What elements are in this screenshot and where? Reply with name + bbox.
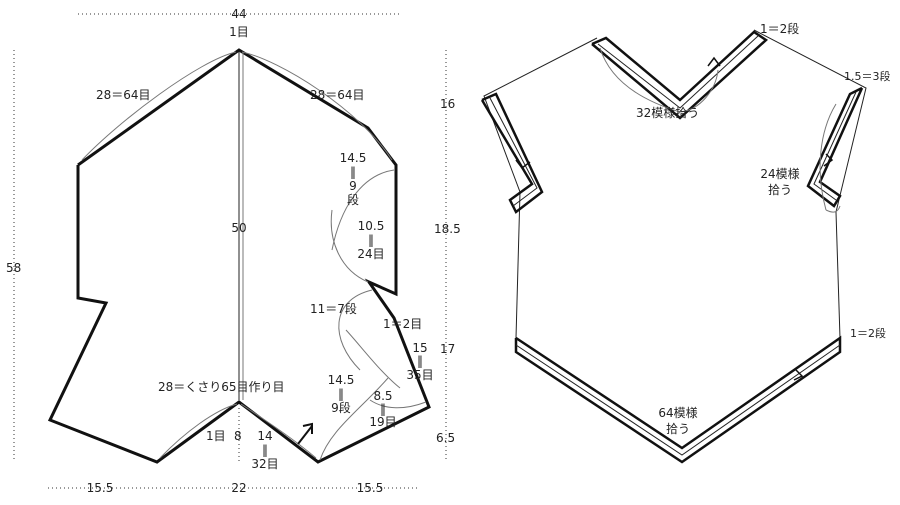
svg-text:‖: ‖ (368, 233, 374, 247)
body-outline (483, 29, 867, 449)
hem-band (514, 335, 842, 464)
neck-pickup-label: 32模様拾う (636, 105, 699, 120)
left-panel: 44 1目 58 16 18.5 17 6.5 15.5 22 15.5 (6, 7, 461, 495)
svg-text:10.5: 10.5 (358, 219, 385, 233)
center-height-label: 50 (231, 221, 246, 235)
svg-text:14.5: 14.5 (328, 373, 355, 387)
armhole-label-1: 14.5 ‖ 9 段 (340, 151, 367, 207)
right-armhole-band (806, 86, 864, 208)
left-shoulder-label: 28＝64目 (96, 88, 151, 102)
direction-arrow (297, 422, 313, 445)
svg-text:‖: ‖ (262, 443, 268, 457)
bottom-dim-3-label: 15.5 (357, 481, 384, 495)
hem-arrow (793, 369, 804, 381)
svg-text:拾う: 拾う (666, 421, 690, 436)
svg-text:‖: ‖ (380, 402, 386, 416)
armhole-pickup-label: 24模様 拾う (760, 167, 799, 197)
svg-text:19目: 19目 (369, 415, 396, 429)
right-shoulder-label: 28＝64目 (310, 88, 365, 102)
svg-text:段: 段 (347, 192, 359, 207)
svg-text:‖: ‖ (338, 387, 344, 401)
right-armhole-arrow (823, 153, 834, 167)
svg-text:15: 15 (412, 341, 427, 355)
right-panel: 1＝2段 32模様拾う 1.5＝3段 24模様 拾う 1＝2段 64模様 拾う (480, 21, 891, 464)
svg-text:14.5: 14.5 (340, 151, 367, 165)
neck-arrow (707, 56, 721, 67)
svg-text:24目: 24目 (357, 247, 384, 261)
bottom-center-stitch-label: 1目 (206, 429, 226, 443)
left-shoulder-guide (81, 51, 237, 161)
side-rows-label: 11＝7段 (310, 301, 357, 316)
right-dim-2-label: 18.5 (434, 222, 461, 236)
svg-text:64模様: 64模様 (658, 406, 697, 420)
side-stitch-label: 1＝2目 (383, 317, 422, 331)
top-width-label: 44 (231, 7, 246, 21)
side-guide-2 (345, 329, 401, 389)
neck-guide-left (599, 47, 681, 113)
armhole-label-2: 10.5 ‖ 24目 (357, 219, 384, 261)
svg-text:35目: 35目 (406, 368, 433, 382)
neck-band (591, 30, 769, 120)
bottom-right-guide (240, 403, 317, 459)
left-height-label: 58 (6, 261, 21, 275)
hem-rows-label: 1＝2段 (850, 326, 886, 340)
chain-cast-label: 28＝くさり65目作り目 (158, 380, 285, 394)
bottom-left-label-2: 8.5 ‖ 19目 (369, 389, 396, 429)
top-stitch-label: 1目 (229, 25, 249, 39)
left-armhole-arrow (515, 159, 531, 170)
right-shoulder-guide (241, 51, 393, 161)
bottom-center-label: 14 ‖ 32目 (251, 429, 278, 471)
svg-text:‖: ‖ (350, 165, 356, 179)
side-right-label: 15 ‖ 35目 (406, 341, 433, 382)
bottom-left-guide (159, 403, 238, 459)
bottom-dim-1-label: 15.5 (87, 481, 114, 495)
svg-text:9段: 9段 (331, 400, 351, 415)
armhole-guide (819, 103, 837, 211)
right-dim-4-label: 6.5 (436, 431, 455, 445)
neck-guide-right (679, 69, 719, 113)
right-dim-3-label: 17 (440, 342, 455, 356)
armhole-guide-1 (331, 169, 395, 251)
svg-text:8.5: 8.5 (373, 389, 392, 403)
bottom-center-num-label: 8 (234, 429, 242, 443)
bottom-left-label-1: 14.5 ‖ 9段 (328, 373, 355, 415)
svg-text:9: 9 (349, 179, 357, 193)
left-armhole-band (480, 92, 544, 214)
shoulder-rows-label: 1.5＝3段 (844, 69, 891, 83)
armhole-guide-2 (330, 209, 369, 283)
armhole-guide-end (825, 205, 841, 213)
neck-rows-label: 1＝2段 (760, 21, 799, 36)
svg-text:‖: ‖ (417, 354, 423, 368)
bottom-dim-2-label: 22 (231, 481, 246, 495)
svg-text:24模様: 24模様 (760, 167, 799, 181)
svg-text:拾う: 拾う (768, 182, 792, 197)
svg-text:32目: 32目 (251, 457, 278, 471)
svg-text:14: 14 (257, 429, 272, 443)
side-guide-1 (338, 289, 373, 371)
hem-pickup-label: 64模様 拾う (658, 406, 697, 436)
bottom-guide-1 (319, 377, 389, 461)
right-dim-1-label: 16 (440, 97, 455, 111)
bottom-guide-2 (369, 399, 427, 409)
